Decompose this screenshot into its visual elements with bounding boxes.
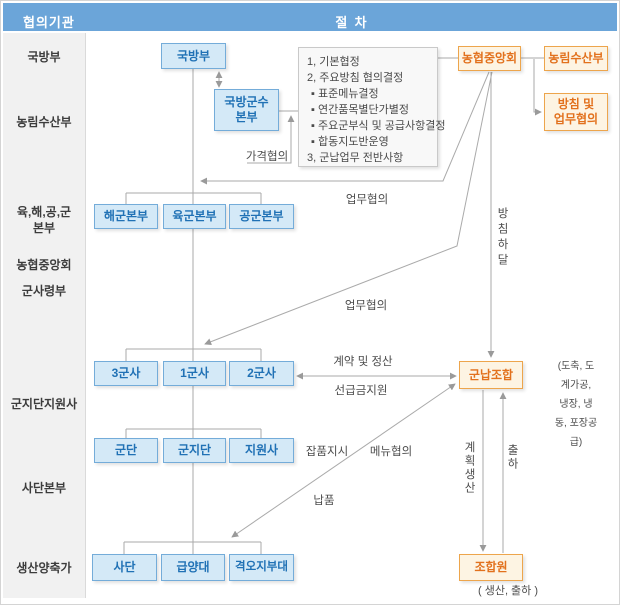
sidebar-item-maf: 농림수산부 <box>16 115 72 129</box>
agreement-item: ▪ 합동지도반운영 <box>311 136 389 148</box>
node-nacf: 농협중앙회 <box>458 46 521 71</box>
node-3rd-corps: 3군사 <box>94 361 158 386</box>
node-remote-unit: 격오지부대 <box>229 554 294 581</box>
node-defense-logistics-hq: 국방군수 본부 <box>214 89 279 131</box>
node-maf: 농림수산부 <box>544 46 608 71</box>
node-2nd-corps: 2군사 <box>229 361 294 386</box>
node-airforce-hq: 공군본부 <box>229 204 294 229</box>
edge-label-sundry-order: 잡품지시 <box>305 446 349 458</box>
note-processing: (도축, 도계가공, 냉장, 냉동, 포장공급) <box>554 361 598 448</box>
sidebar-item-producers: 생산양축가 <box>16 561 72 575</box>
edge-price-consult <box>247 115 295 164</box>
agreement-item: 2, 주요방침 협의결정 <box>307 72 404 84</box>
node-navy-hq: 해군본부 <box>94 204 158 229</box>
edge-label-policy-directive: 방침하달 <box>496 207 508 269</box>
node-policy-work-box: 방침 및 업무협의 <box>544 93 608 131</box>
sidebar-item-corps-support: 군지단지원사 <box>10 397 78 411</box>
sidebar-item-service-hqs: 육,해,공,군 본부 <box>16 205 72 235</box>
node-feeding-unit: 급양대 <box>161 554 225 581</box>
node-corps-unit: 군단 <box>94 438 158 463</box>
sidebar-item-army-command: 군사령부 <box>21 284 67 298</box>
edge-label-menu-consult: 메뉴협의 <box>369 446 413 458</box>
sidebar-item-division-hq: 사단본부 <box>21 481 67 495</box>
edge-label-work-consult-2: 업무협의 <box>344 300 388 312</box>
header-bar: 협의기관 절 차 <box>3 3 617 31</box>
node-army-hq: 육군본부 <box>163 204 226 229</box>
edge-work-consult-2 <box>204 71 493 346</box>
sidebar-item-mnd: 국방부 <box>27 50 61 64</box>
sidebar-item-nacf: 농협중앙회 <box>16 258 72 272</box>
edge-label-contract-settlement: 계약 및 정산 <box>333 356 393 368</box>
node-gunjidan: 군지단 <box>163 438 226 463</box>
agreement-listbox: 1, 기본협정 2, 주요방침 협의결정 ▪ 표준메뉴결정 ▪ 연간품목별단가별… <box>298 47 446 167</box>
agreement-item: ▪ 주요군부식 및 공급사항결정 <box>311 120 446 132</box>
agreement-item: 1, 기본협정 <box>307 56 360 68</box>
edge-work-consult-1 <box>200 71 490 185</box>
agreement-item: ▪ 연간품목별단가별정 <box>311 104 410 116</box>
agreement-item: ▪ 표준메뉴결정 <box>311 88 379 100</box>
edge-label-planned-production: 계획생산 <box>463 441 475 495</box>
agreement-item: 3, 군납업무 전반사항 <box>307 152 404 164</box>
edge-label-price-consult: 가격협의 <box>245 151 289 163</box>
node-support-cmd: 지원사 <box>229 438 294 463</box>
header-consulting-agency: 협의기관 <box>23 15 75 30</box>
node-mnd: 국방부 <box>161 43 226 69</box>
edge-label-shipment: 출하 <box>506 444 518 471</box>
header-procedure: 절 차 <box>335 15 367 30</box>
node-division: 사단 <box>92 554 157 581</box>
edge-label-advance-payment: 선급금지원 <box>334 385 388 397</box>
sidebar <box>3 33 86 598</box>
node-1st-corps: 1군사 <box>163 361 226 386</box>
note-production-shipment: ( 생산, 출하 ) <box>477 585 539 597</box>
edge-delivery-menu <box>231 383 456 538</box>
edge-nacf-policybox <box>533 59 542 116</box>
node-coop-member: 조합원 <box>459 554 523 581</box>
node-supply-coop: 군납조합 <box>459 361 523 389</box>
edge-label-delivery: 납품 <box>313 495 335 507</box>
edge-label-work-consult-1: 업무협의 <box>345 194 389 206</box>
